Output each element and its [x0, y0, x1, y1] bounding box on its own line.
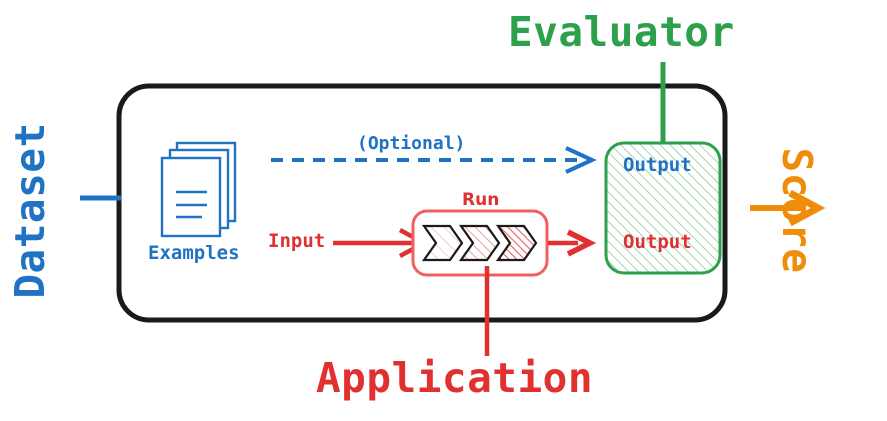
evaluator-label: Evaluator	[508, 8, 735, 56]
input-arrow	[333, 228, 429, 258]
optional-arrow	[271, 146, 597, 174]
output-top-label: Output	[623, 154, 692, 176]
run-output-arrow	[548, 229, 597, 257]
input-label: Input	[268, 230, 326, 252]
score-arrow	[750, 189, 826, 227]
score-label: Score	[773, 147, 822, 274]
experiment-boundary	[116, 83, 728, 323]
dataset-label: Dataset	[5, 122, 54, 299]
application-label: Application	[316, 354, 594, 402]
run-box	[411, 209, 549, 277]
chevron-icon-2	[458, 224, 501, 262]
output-box	[604, 141, 722, 275]
examples-label: Examples	[148, 242, 240, 264]
run-label: Run	[462, 190, 500, 210]
output-bottom-label: Output	[623, 231, 692, 253]
chevron-icon-3	[495, 224, 538, 262]
optional-label: (Optional)	[357, 133, 466, 154]
documents-stack-icon	[160, 141, 237, 238]
chevron-icon-1	[421, 224, 464, 262]
